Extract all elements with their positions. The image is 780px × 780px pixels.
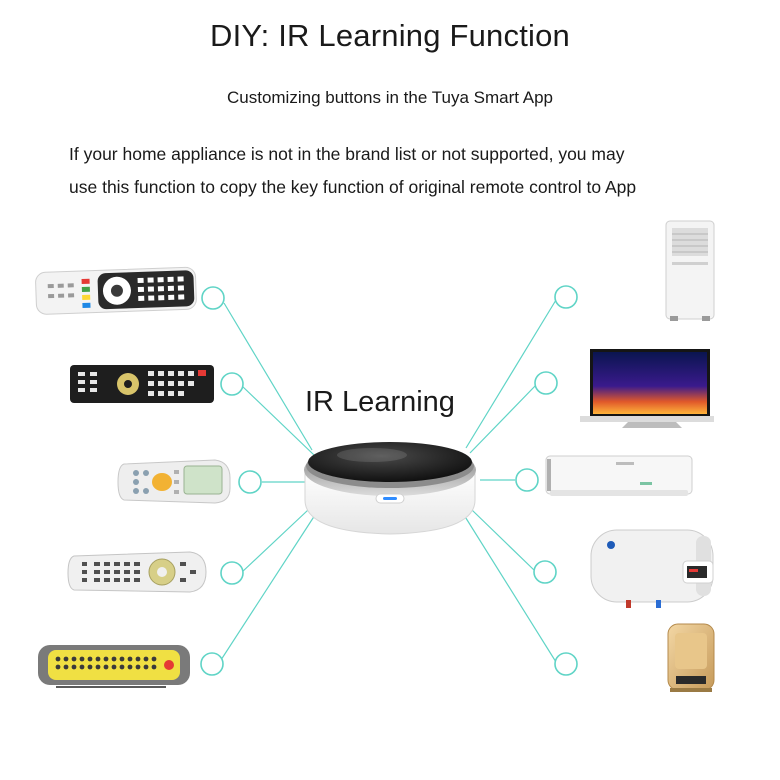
connector-node [533,560,557,584]
split-air-conditioner-icon [545,455,693,496]
connector-node [515,468,539,492]
connector-node [238,470,262,494]
electric-water-heater-icon [590,529,714,608]
portable-air-conditioner-icon [665,220,715,321]
connector-line [463,514,557,663]
tv-remote-black-icon [70,365,214,403]
connector-line [240,384,315,456]
connector-line [223,302,313,451]
ir-hub-device [304,442,476,535]
connector-line [469,383,538,454]
connector-node [554,285,578,309]
connector-node [201,286,225,310]
connector-line [218,514,316,664]
description-line-1: If your home appliance is not in the bra… [69,144,625,164]
flat-screen-tv-icon [580,349,714,428]
yellow-universal-remote-icon [38,645,190,688]
ac-remote-icon [117,459,231,504]
connector-line [240,509,309,574]
air-purifier-icon [667,623,715,692]
connector-line [471,509,536,572]
connector-node [534,371,558,395]
set-top-box-remote-icon [67,551,207,593]
connector-node [554,652,578,676]
connector-node [220,372,244,396]
connector-node [220,561,244,585]
connector-nodes [200,285,578,676]
page-title: DIY: IR Learning Function [210,18,570,53]
description: If your home appliance is not in the bra… [69,138,749,204]
description-line-2: use this function to copy the key functi… [69,177,637,197]
connector-lines [218,299,557,664]
tv-remote-white-icon [35,266,197,315]
ir-learning-label: IR Learning [305,386,455,418]
connector-node [200,652,224,676]
connector-line [465,299,557,449]
page-subtitle: Customizing buttons in the Tuya Smart Ap… [226,88,553,107]
